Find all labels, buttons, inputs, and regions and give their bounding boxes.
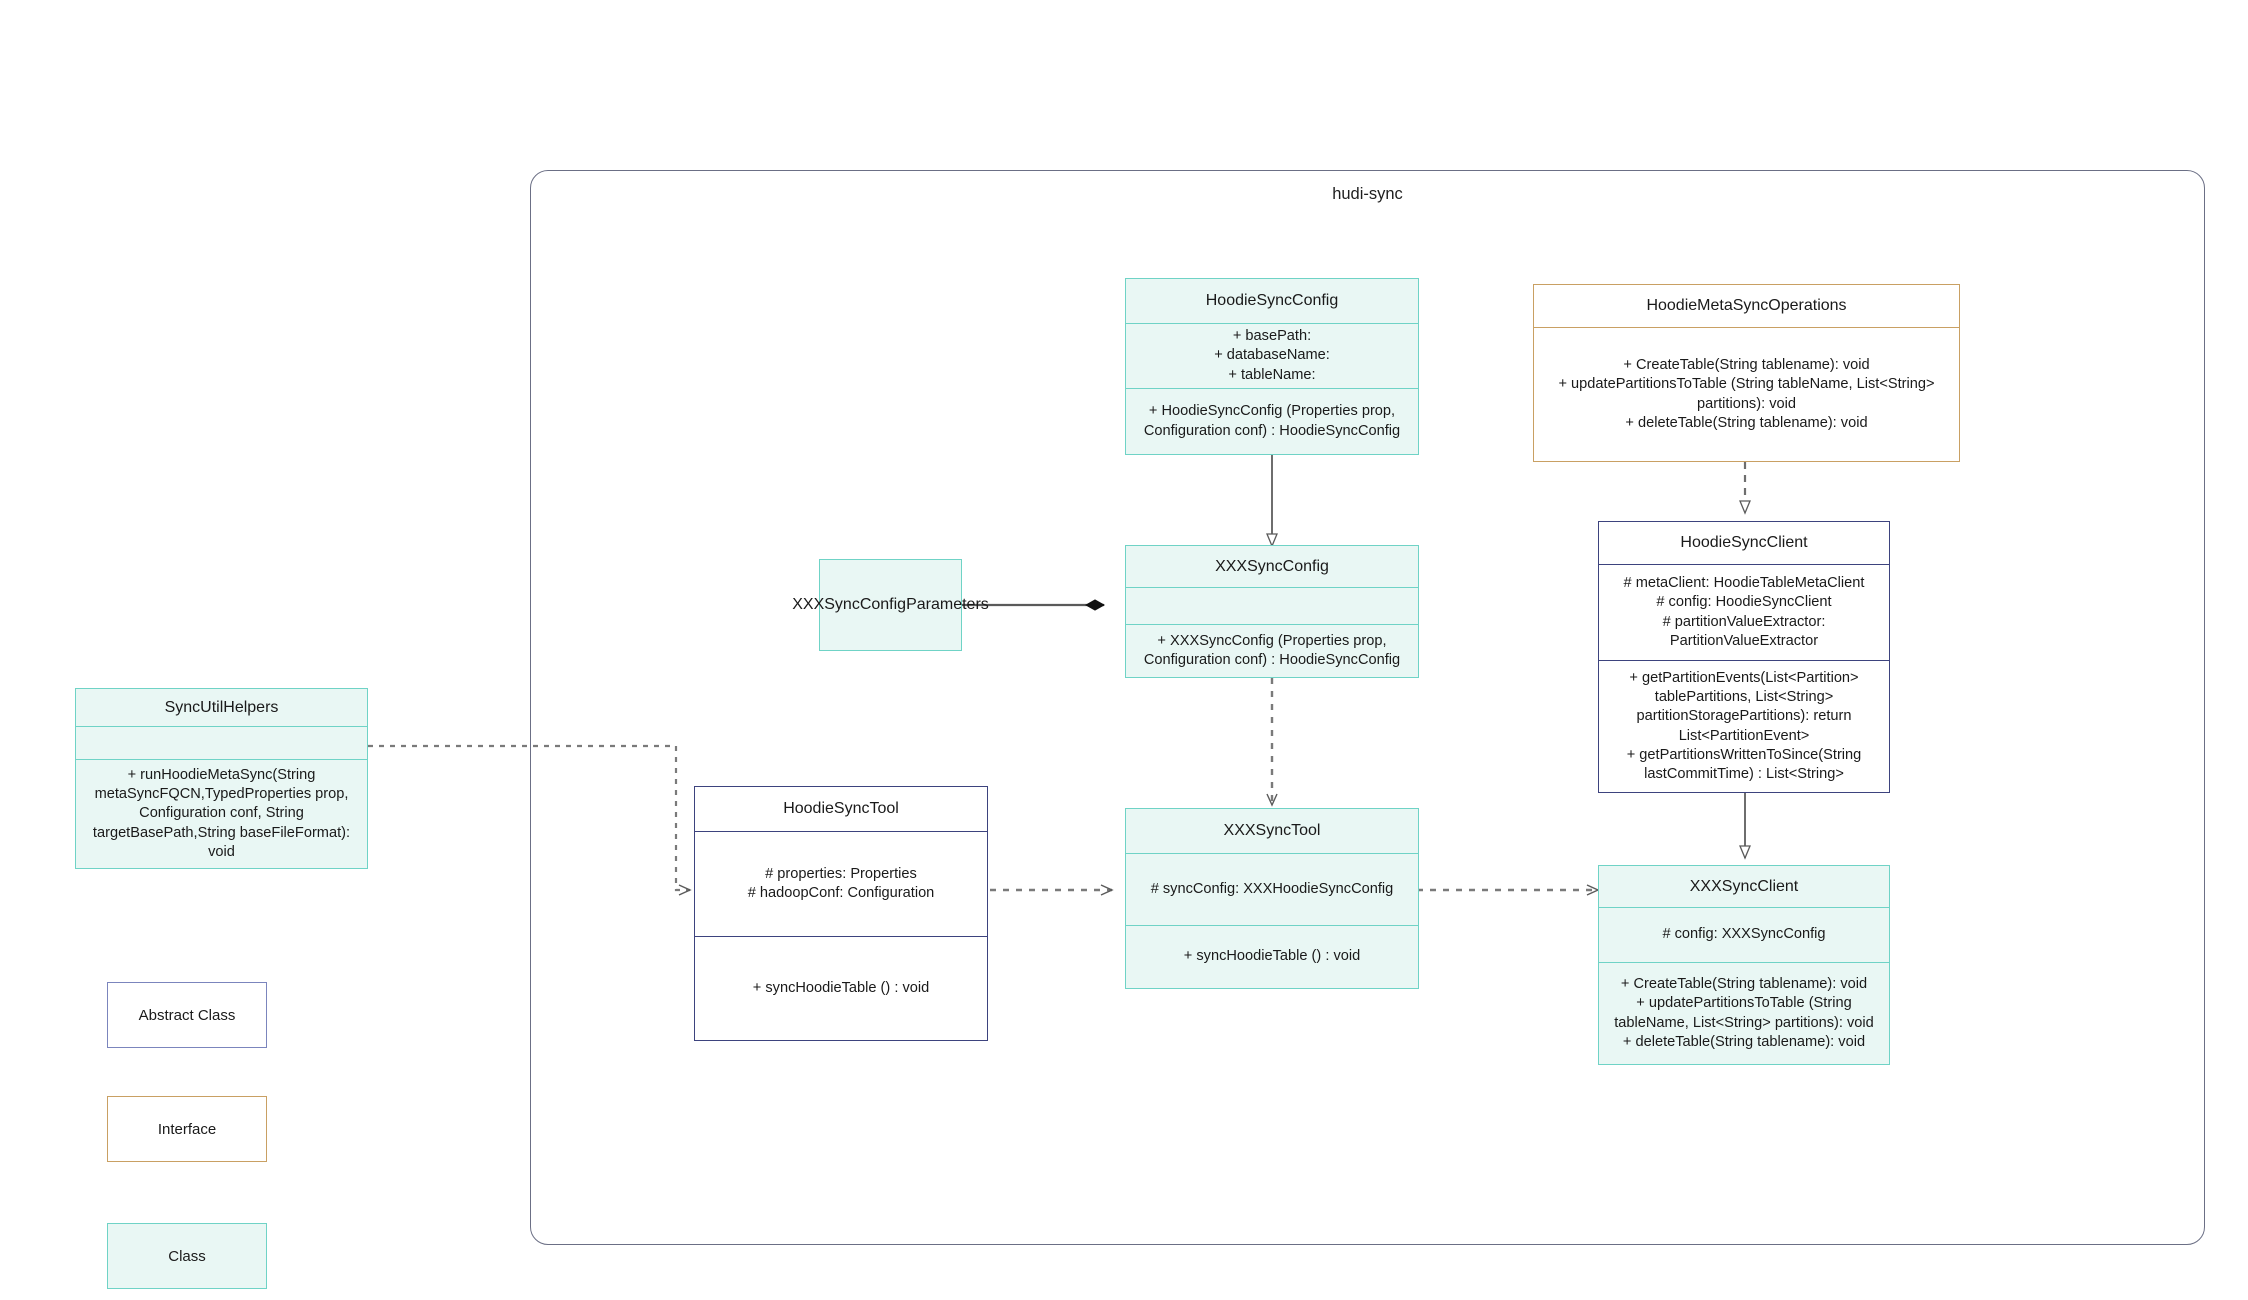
interface-hoodie-meta-sync-operations[interactable]: HoodieMetaSyncOperations + CreateTable(S… (1533, 284, 1960, 462)
class-attributes-compartment (1126, 587, 1418, 624)
class-methods-compartment: + HoodieSyncConfig (Properties prop, Con… (1126, 388, 1418, 454)
class-methods-compartment: + CreateTable(String tablename): void + … (1599, 962, 1889, 1064)
abstract-name-compartment: HoodieSyncTool (783, 800, 899, 818)
class-attributes-compartment (76, 725, 367, 759)
abstract-name-compartment: HoodieSyncClient (1680, 534, 1808, 552)
interface-methods-compartment: + CreateTable(String tablename): void + … (1534, 327, 1959, 461)
class-name-compartment: XXXSyncConfigParameters (792, 596, 989, 614)
class-methods-compartment: + syncHoodieTable () : void (1126, 925, 1418, 988)
class-attributes-compartment: + basePath: + databaseName: + tableName: (1126, 323, 1418, 388)
class-attributes-compartment: # config: XXXSyncConfig (1599, 907, 1889, 962)
abstract-methods-compartment: + getPartitionEvents(List<Partition> tab… (1599, 660, 1889, 792)
legend-abstract-class: Abstract Class (107, 982, 267, 1048)
abstract-attributes-compartment: # metaClient: HoodieTableMetaClient # co… (1599, 564, 1889, 660)
package-hudi-sync: hudi-sync (530, 170, 2205, 1245)
class-name-compartment: SyncUtilHelpers (164, 698, 279, 716)
interface-name-compartment: HoodieMetaSyncOperations (1646, 297, 1847, 315)
abstract-class-hoodie-sync-client[interactable]: HoodieSyncClient # metaClient: HoodieTab… (1598, 521, 1890, 793)
class-xxx-sync-config-parameters[interactable]: XXXSyncConfigParameters (792, 559, 989, 651)
class-hoodie-sync-config[interactable]: HoodieSyncConfig + basePath: + databaseN… (1125, 278, 1419, 455)
class-name-compartment: XXXSyncClient (1689, 877, 1799, 895)
legend-interface-label: Interface (157, 1120, 217, 1138)
class-xxx-sync-config[interactable]: XXXSyncConfig + XXXSyncConfig (Propertie… (1125, 545, 1419, 678)
abstract-attributes-compartment: # properties: Properties # hadoopConf: C… (695, 831, 987, 936)
abstract-methods-compartment: + syncHoodieTable () : void (695, 936, 987, 1040)
class-sync-util-helpers[interactable]: SyncUtilHelpers + runHoodieMetaSync(Stri… (75, 688, 368, 869)
class-attributes-compartment: # syncConfig: XXXHoodieSyncConfig (1126, 853, 1418, 925)
class-methods-compartment: + XXXSyncConfig (Properties prop, Config… (1126, 624, 1418, 677)
class-name-compartment: XXXSyncConfig (1215, 557, 1329, 575)
class-name-compartment: XXXSyncTool (1223, 822, 1321, 840)
legend-class-label: Class (168, 1247, 206, 1265)
class-xxx-sync-tool[interactable]: XXXSyncTool # syncConfig: XXXHoodieSyncC… (1125, 808, 1419, 989)
class-methods-compartment: + runHoodieMetaSync(String metaSyncFQCN,… (76, 758, 367, 868)
legend-abstract-label: Abstract Class (138, 1006, 236, 1024)
legend-class: Class (107, 1223, 267, 1289)
abstract-class-hoodie-sync-tool[interactable]: HoodieSyncTool # properties: Properties … (694, 786, 988, 1041)
class-name-compartment: HoodieSyncConfig (1205, 292, 1339, 310)
class-xxx-sync-client[interactable]: XXXSyncClient # config: XXXSyncConfig + … (1598, 865, 1890, 1065)
package-title: hudi-sync (1332, 185, 1403, 203)
legend-interface: Interface (107, 1096, 267, 1162)
